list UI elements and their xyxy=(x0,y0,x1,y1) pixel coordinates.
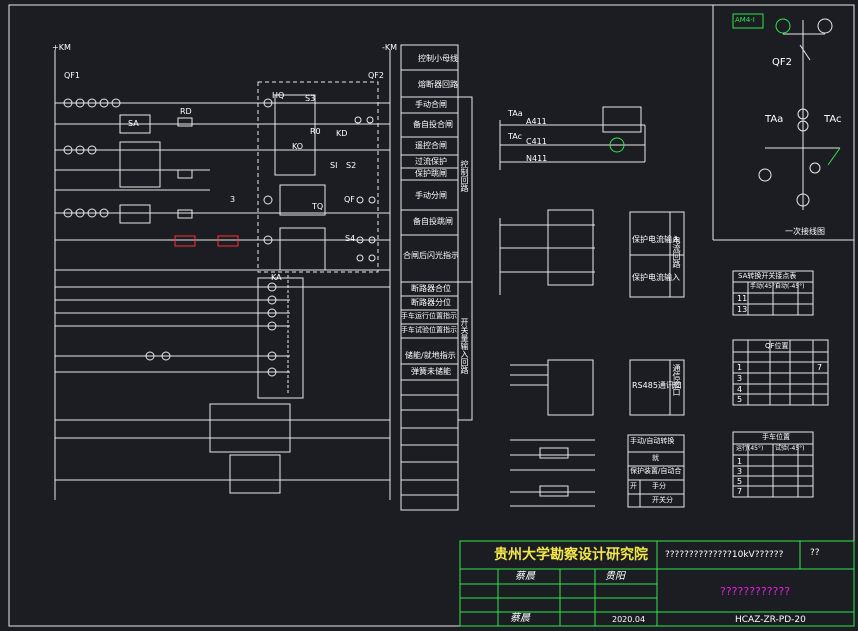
ct-label: TAa xyxy=(508,109,523,118)
comm-group: 通信接口 xyxy=(672,364,681,396)
ct1-row: 4 xyxy=(737,385,743,394)
sa-row: 13 xyxy=(737,305,748,314)
ctrl-item: 手动合闸 xyxy=(415,100,447,109)
signer: 贵阳 xyxy=(605,571,625,582)
oneline-label: TAa xyxy=(765,114,784,125)
ct2-title: 手车位置 xyxy=(762,433,790,441)
ct2-row: 1 xyxy=(737,457,743,466)
control-circuit-block xyxy=(54,50,391,500)
contact-table-1 xyxy=(732,339,829,406)
ctrl-item: 遥控合闸 xyxy=(415,141,447,150)
circuit-label: +KM xyxy=(52,43,71,52)
terminal-markers xyxy=(63,98,376,377)
ct-label: A411 xyxy=(526,117,547,126)
circuit-label: KO xyxy=(292,142,304,151)
prot-group: 电流回路 xyxy=(672,236,681,268)
ct-label: N411 xyxy=(526,154,548,163)
ctrl-item: 过流保护 xyxy=(415,157,447,166)
prot-input: 保护电流输入 xyxy=(632,273,680,282)
misc-item: 手分 xyxy=(652,482,666,490)
misc-panel xyxy=(627,434,685,508)
contact-table-2 xyxy=(732,431,814,498)
circuit-label: QF xyxy=(344,195,355,204)
ct1-title: QF位置 xyxy=(765,342,789,350)
one-line-diagram xyxy=(712,5,854,241)
group-label: 开关量输入回路 xyxy=(460,318,469,374)
ctrl-item: 控制小母线 xyxy=(418,54,458,63)
circuit-label: R0 xyxy=(310,127,321,136)
ct1-row: 7 xyxy=(817,363,823,372)
ctrl-item: 备自投跳闸 xyxy=(413,217,453,226)
circuit-label: S3 xyxy=(305,94,316,103)
circuit-label: HQ xyxy=(272,91,285,100)
circuit-label: KD xyxy=(336,129,348,138)
misc-item: 开关分 xyxy=(652,496,673,504)
sa-header: 手动(45°) xyxy=(750,283,778,290)
ctrl-item: 弹簧未储能 xyxy=(411,367,451,376)
date: 2020.04 xyxy=(612,615,646,624)
circuit-label: QF1 xyxy=(64,71,80,80)
ctrl-item: 储能/就地指示 xyxy=(405,351,456,360)
control-list-table xyxy=(400,44,473,511)
ctrl-item: 手车试验位置指示 xyxy=(401,326,457,334)
ctrl-item: 备自投合闸 xyxy=(413,120,453,129)
ct1-row: 5 xyxy=(737,395,743,404)
sa-title: SA转换开关接点表 xyxy=(738,272,797,280)
project-name: ??????????????10kV?????? xyxy=(665,550,784,560)
circuit-label: 3 xyxy=(230,195,236,204)
ctrl-item: 断路器合位 xyxy=(411,284,451,293)
institute-name: 贵州大学勘察设计研究院 xyxy=(494,547,648,563)
misc-item: 开 xyxy=(630,482,637,490)
signer: 蔡晨 xyxy=(515,571,535,582)
drawing-name: ???????????? xyxy=(720,585,791,598)
stage: ?? xyxy=(810,548,820,558)
ct2-header: 试验(-45°) xyxy=(775,445,805,452)
ctrl-item: 保护跳闸 xyxy=(415,169,447,178)
protection-current-circuit xyxy=(499,209,685,298)
ctrl-item: 合闸后闪光指示 xyxy=(403,251,459,260)
ct-circuit xyxy=(499,106,646,170)
comm-label: RS485通讯口 xyxy=(632,381,682,390)
meter-label: AM4-I xyxy=(735,16,755,24)
circuit-label: SI xyxy=(330,161,338,170)
ct-label: TAc xyxy=(508,132,522,141)
circuit-label: RD xyxy=(180,107,192,116)
drawing-border xyxy=(8,4,855,627)
sa-switch-table xyxy=(732,270,814,316)
signer: 蔡晨 xyxy=(510,613,530,624)
circuit-label: KA xyxy=(271,273,282,282)
ct-label: C411 xyxy=(526,137,547,146)
sa-header: 自动(-45°) xyxy=(775,283,805,290)
oneline-label: QF2 xyxy=(772,57,792,68)
circuit-label: S4 xyxy=(345,234,356,243)
misc-item: 手动/自动转换 xyxy=(630,437,675,445)
circuit-label: SA xyxy=(128,119,139,128)
group-label: 控制回路 xyxy=(460,160,469,192)
ctrl-item: 熔断器回路 xyxy=(418,80,458,89)
oneline-caption: 一次接线图 xyxy=(785,227,825,236)
ct1-row: 3 xyxy=(737,374,743,383)
ct2-row: 5 xyxy=(737,477,743,486)
ct2-row: 3 xyxy=(737,467,743,476)
ct1-row: 1 xyxy=(737,363,743,372)
ctrl-item: 断路器分位 xyxy=(411,298,451,307)
misc-item: 就 xyxy=(652,454,659,462)
prot-input: 保护电流输入 xyxy=(632,235,680,244)
circuit-label: -KM xyxy=(382,43,398,52)
oneline-label: TAc xyxy=(824,114,842,125)
misc-item: 保护装置/自动合 xyxy=(630,467,682,475)
aux-switch-circuit xyxy=(510,439,595,507)
drawing-number: HCAZ-ZR-PD-20 xyxy=(735,615,806,625)
ct2-row: 7 xyxy=(737,487,743,496)
title-block xyxy=(459,540,855,627)
circuit-label: S2 xyxy=(346,161,357,170)
ct2-header: 运行(45°) xyxy=(736,445,764,452)
ctrl-item: 手车运行位置指示 xyxy=(401,312,457,320)
circuit-label: QF2 xyxy=(368,71,384,80)
ctrl-item: 手动分闸 xyxy=(415,191,447,200)
comm-circuit xyxy=(510,359,685,416)
sa-row: 11 xyxy=(737,294,748,303)
circuit-label: TQ xyxy=(312,202,324,211)
